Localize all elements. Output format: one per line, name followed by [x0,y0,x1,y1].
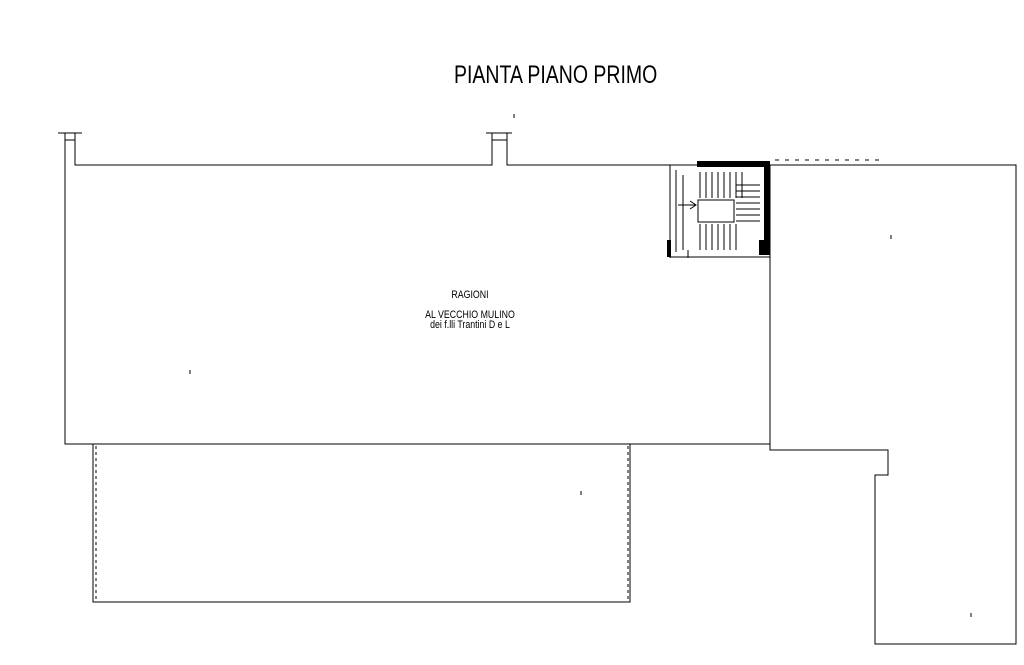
main-hall-outline [64,133,771,445]
stair-wall-thick-right [764,161,770,251]
drawing-title: PIANTA PIANO PRIMO [454,61,658,89]
right-wing-outline [769,164,1017,645]
stair-wall-thick-top [697,161,770,167]
room-label-line1: RAGIONI [451,289,489,301]
stair-landing [697,199,735,223]
stair-treads-top [699,172,743,198]
stair-treads-right [736,184,760,222]
stair-arrow [678,200,697,210]
stair-core [669,164,771,258]
main-hall-top-wall [74,133,493,166]
room-label-line3: dei f.lli Trantini D e L [430,319,510,331]
lower-annex-outline [92,444,631,603]
room-label: RAGIONI AL VECCHIO MULINO dei f.lli Tran… [300,289,640,331]
stair-treads-bottom [699,224,737,250]
room-label-line2: AL VECCHIO MULINO [425,309,515,321]
stair-wall-post [667,240,671,257]
stair-wall-thick-corner [759,240,770,255]
